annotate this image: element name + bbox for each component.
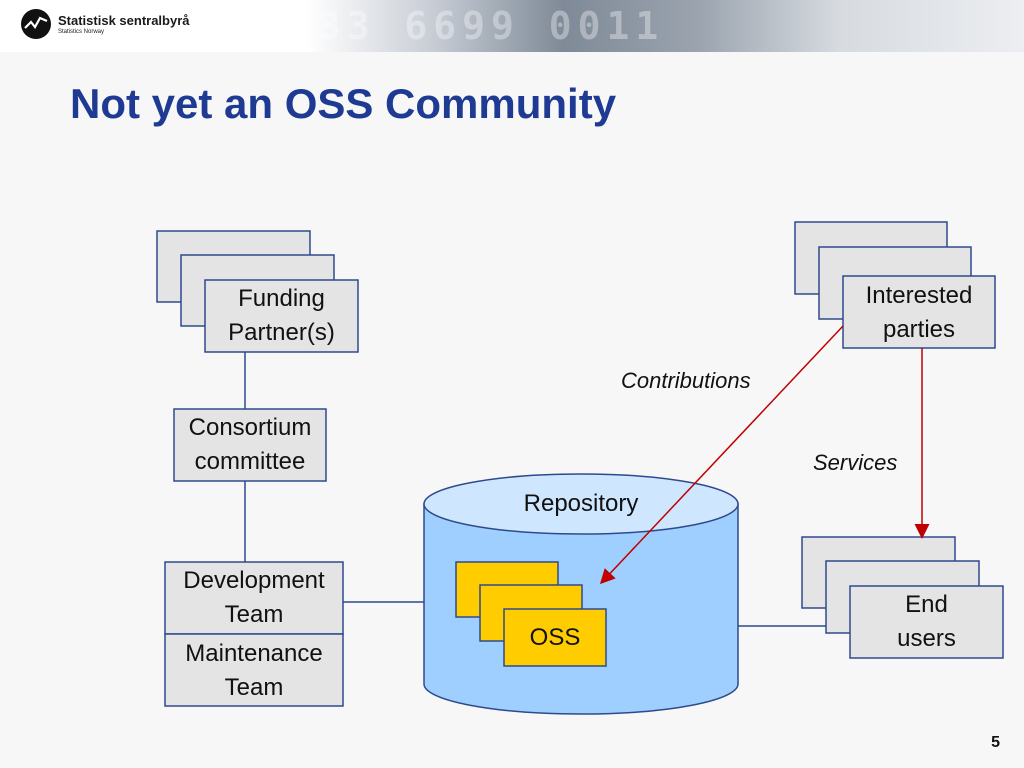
org-logo: Statistisk sentralbyrå Statistics Norway xyxy=(20,8,190,40)
contributions-label: Contributions xyxy=(621,368,751,393)
endusers-box-front xyxy=(849,585,1004,659)
banner-decoration: 3533 6699 0011 xyxy=(260,4,665,48)
maintenance-box xyxy=(164,633,344,707)
endusers-label-line1: End xyxy=(905,591,948,618)
page-number: 5 xyxy=(991,734,1000,751)
header-banner: 3533 6699 0011 Statistisk sentralbyrå St… xyxy=(0,0,1024,52)
funding-label-line1: Funding xyxy=(238,285,325,312)
interested-label-line2: parties xyxy=(882,316,956,343)
development-label-line1: Development xyxy=(183,567,325,594)
oss-box-front xyxy=(503,608,607,667)
development-label: Development Team xyxy=(165,564,343,632)
interested-label: Interested parties xyxy=(843,279,995,347)
maintenance-label-line2: Team xyxy=(224,674,284,701)
endusers-label: End users xyxy=(850,588,1003,656)
maintenance-label-line1: Maintenance xyxy=(185,640,323,667)
funding-label: Funding Partner(s) xyxy=(205,282,358,350)
funding-label-line2: Partner(s) xyxy=(228,319,335,346)
endusers-label-line2: users xyxy=(897,625,956,652)
contributions-arrow xyxy=(599,325,844,585)
slide-title: Not yet an OSS Community xyxy=(70,80,617,127)
repository-label: Repository xyxy=(523,490,639,517)
interested-label-line1: Interested xyxy=(865,282,973,309)
ssb-logo-icon xyxy=(21,9,51,39)
consortium-label-line2: committee xyxy=(194,448,306,475)
logo-text: Statistisk sentralbyrå Statistics Norway xyxy=(58,13,190,36)
funding-box-front xyxy=(204,279,359,353)
consortium-label: Consortium committee xyxy=(174,411,326,479)
consortium-box xyxy=(173,408,327,482)
consortium-label-line1: Consortium xyxy=(188,414,312,441)
org-subtitle: Statistics Norway xyxy=(58,28,105,35)
interested-box-front xyxy=(842,275,996,349)
oss-label: OSS xyxy=(529,624,581,651)
org-name: Statistisk sentralbyrå xyxy=(58,12,190,28)
services-label: Services xyxy=(813,450,898,475)
development-label-line2: Team xyxy=(224,601,284,628)
maintenance-label: Maintenance Team xyxy=(165,637,343,705)
